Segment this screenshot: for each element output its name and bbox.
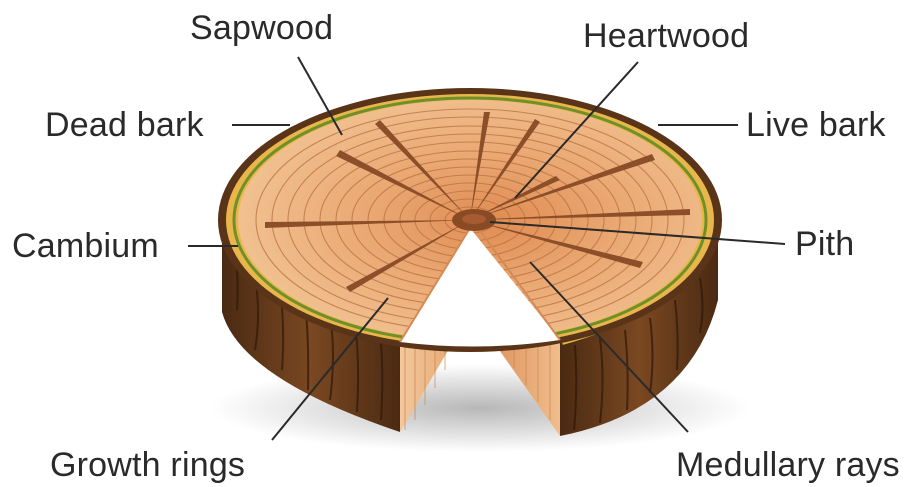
- label-dead-bark: Dead bark: [45, 107, 204, 143]
- label-live-bark: Live bark: [746, 107, 886, 143]
- pith-center-highlight: [462, 214, 486, 224]
- label-heartwood: Heartwood: [583, 18, 749, 54]
- label-cambium: Cambium: [12, 228, 159, 264]
- label-sapwood: Sapwood: [190, 10, 333, 46]
- label-growth-rings: Growth rings: [50, 447, 245, 483]
- label-pith: Pith: [795, 226, 854, 262]
- label-medullary-rays: Medullary rays: [676, 447, 900, 483]
